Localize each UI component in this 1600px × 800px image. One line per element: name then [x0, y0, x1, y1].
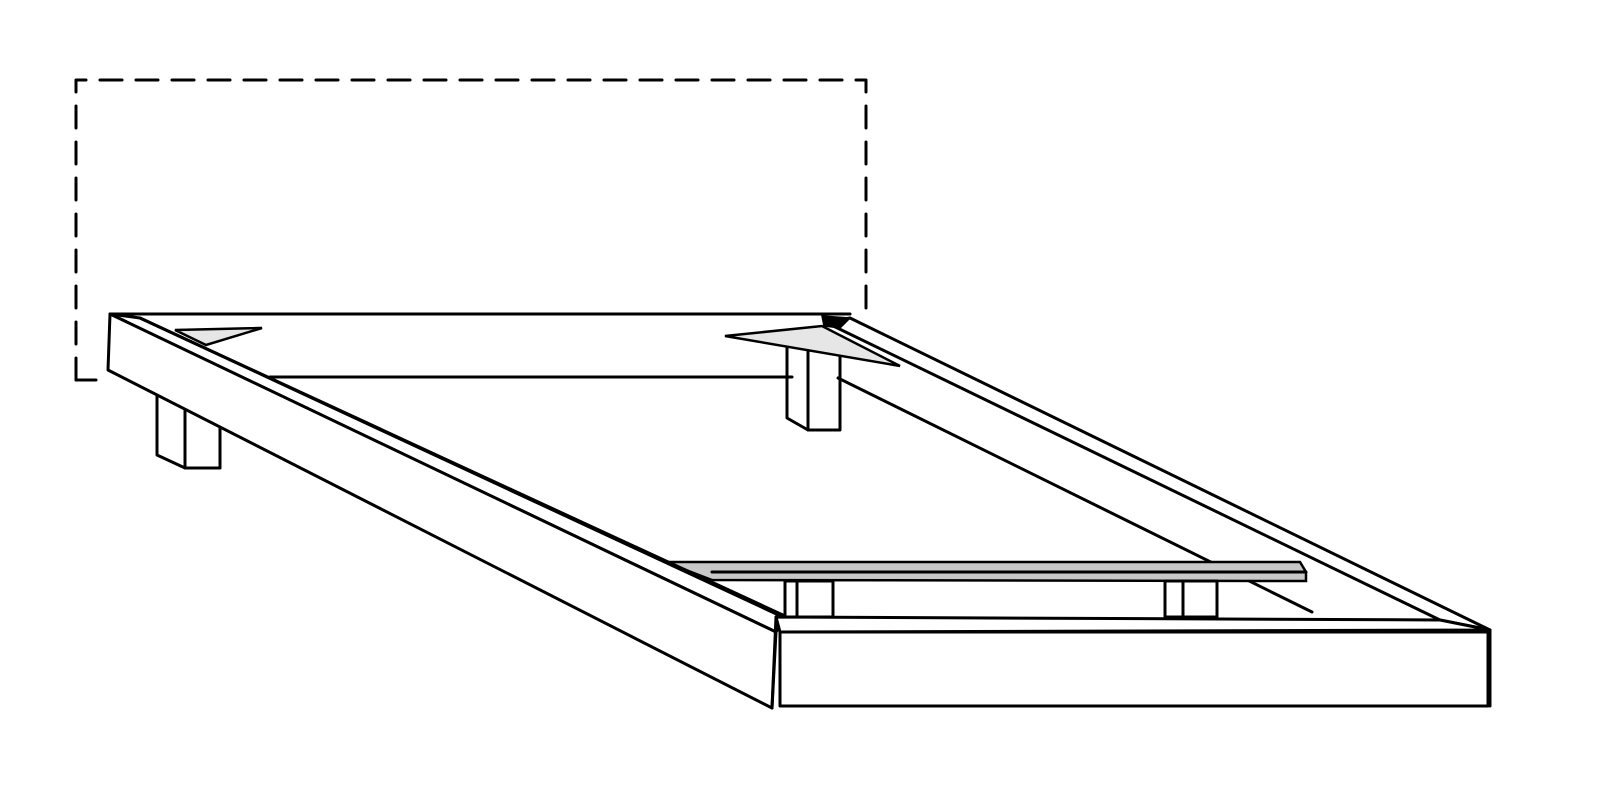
slat-post	[783, 579, 835, 619]
leg-back-right	[785, 343, 842, 432]
headboard-dashed-outline	[74, 78, 868, 382]
foot-rail	[770, 615, 1492, 710]
center-slat	[664, 560, 1308, 619]
corner-bracket-right	[724, 324, 901, 368]
slat-post	[1163, 579, 1219, 619]
right-rail	[823, 316, 1492, 632]
back-rail	[108, 312, 852, 379]
left-rail	[106, 312, 787, 710]
corner-cap-right	[821, 315, 852, 329]
corner-bracket-left	[174, 326, 263, 347]
